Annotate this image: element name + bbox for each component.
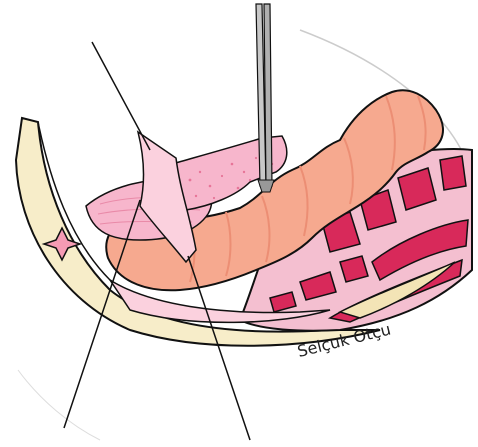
forceps-shaft-right	[264, 4, 272, 186]
leader-line-upper	[92, 42, 150, 150]
illustration-circle-outline-left	[18, 370, 100, 440]
vertebra-1	[440, 156, 466, 190]
